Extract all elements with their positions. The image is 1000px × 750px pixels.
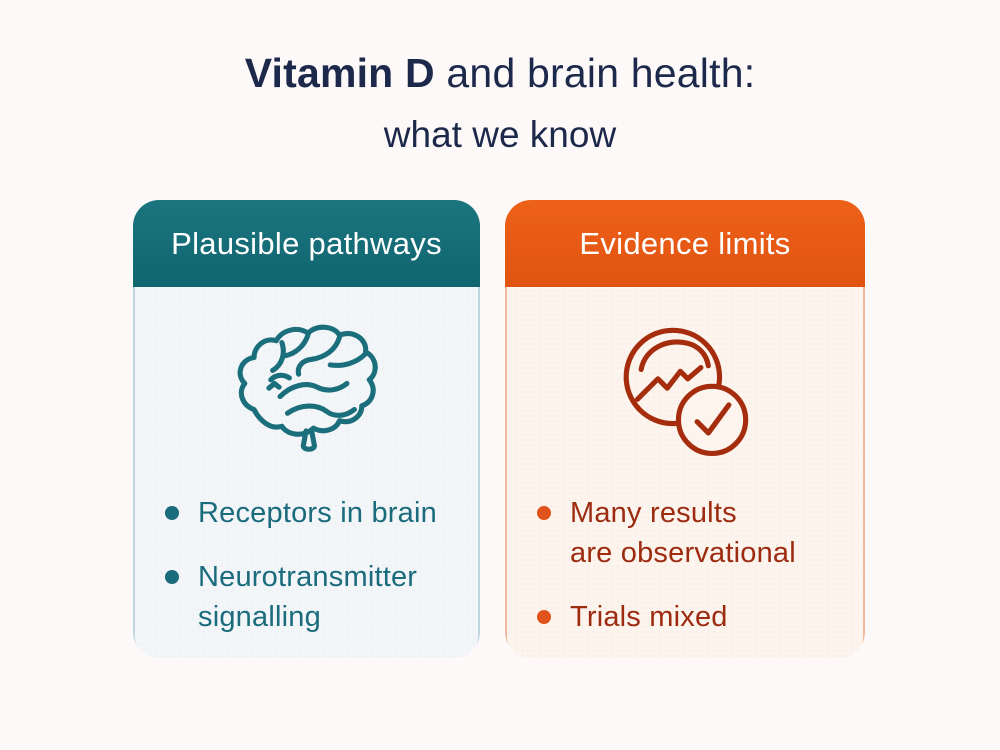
- card-plausible-pathways: Plausible pathways: [133, 200, 480, 658]
- list-item: Trials mixed: [537, 597, 839, 637]
- bullet-text: Neurotransmitter signalling: [198, 557, 417, 637]
- card-body-evidence-limits: Many results are observational Trials mix…: [505, 287, 865, 658]
- page-title: Vitamin D and brain health: what we know: [0, 50, 1000, 156]
- cards-row: Plausible pathways: [133, 200, 865, 658]
- bullet-dot: [165, 506, 179, 520]
- bullet-text: Many results are observational: [570, 493, 796, 573]
- title-line1-rest: and brain health:: [434, 50, 756, 96]
- bullet-line: signalling: [198, 601, 321, 633]
- title-line1: Vitamin D and brain health:: [0, 50, 1000, 97]
- bullet-dot: [165, 570, 179, 584]
- bullet-text: Receptors in brain: [198, 493, 437, 533]
- list-item: Receptors in brain: [165, 493, 454, 533]
- bullet-dot: [537, 610, 551, 624]
- card-body-plausible-pathways: Receptors in brain Neurotransmitter signa…: [133, 287, 480, 658]
- bullet-line: are observational: [570, 537, 796, 569]
- bullet-line: Neurotransmitter: [198, 561, 418, 593]
- title-line2: what we know: [383, 114, 617, 155]
- list-item: Many results are observational: [537, 493, 839, 573]
- bullet-line: Receptors in brain: [198, 497, 437, 529]
- bullet-list: Many results are observational Trials mix…: [507, 493, 863, 637]
- bullet-line: Many results: [570, 497, 737, 529]
- trend-check-icon: [507, 311, 863, 469]
- bullet-line: Trials mixed: [570, 601, 728, 633]
- bullet-text: Trials mixed: [570, 597, 728, 637]
- brain-icon: [135, 311, 478, 469]
- card-evidence-limits: Evidence limits Many results are observat…: [505, 200, 865, 658]
- list-item: Neurotransmitter signalling: [165, 557, 454, 637]
- card-header-plausible-pathways: Plausible pathways: [133, 200, 480, 287]
- card-header-evidence-limits: Evidence limits: [505, 200, 865, 287]
- bullet-list: Receptors in brain Neurotransmitter signa…: [135, 493, 478, 637]
- bullet-dot: [537, 506, 551, 520]
- title-line1-bold: Vitamin D: [244, 50, 435, 96]
